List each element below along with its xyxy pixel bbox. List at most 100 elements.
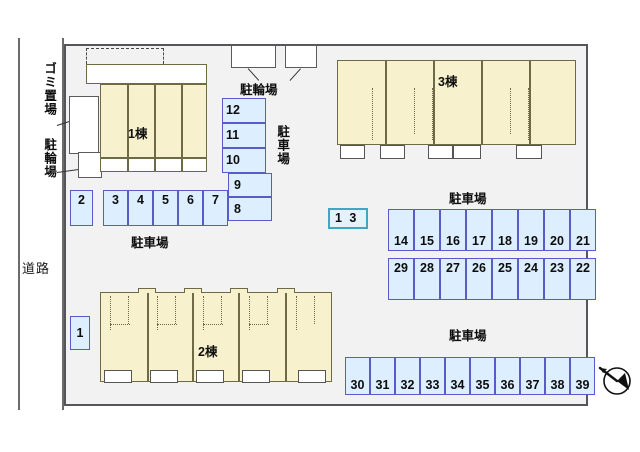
bldg-2-body [100,292,332,382]
parking-stall-33[interactable]: 33 [420,357,445,395]
bldg-2-balcony-2 [150,370,178,383]
parking-stall-20[interactable]: 20 [544,209,570,251]
parking-stall-22[interactable]: 22 [570,258,596,300]
parking-stall-10[interactable]: 10 [222,148,266,173]
parking-bottom-left-label: 駐車場 [131,236,169,250]
parking-stall-36-number: 36 [500,377,515,392]
parking-stall-39-number: 39 [575,377,590,392]
parking-stall-2[interactable]: 2 [70,190,93,226]
parking-stall-1[interactable]: 1 [70,316,90,350]
parking-stall-34[interactable]: 34 [445,357,470,395]
parking-stall-13-highlighted[interactable]: 1 3 [328,208,368,229]
parking-stall-38[interactable]: 38 [545,357,570,395]
parking-stall-13-number: 1 3 [335,211,359,226]
parking-stall-37[interactable]: 37 [520,357,545,395]
parking-stall-22-number: 22 [576,261,590,275]
parking-stall-32[interactable]: 32 [395,357,420,395]
parking-stall-19[interactable]: 19 [518,209,544,251]
parking-stall-11[interactable]: 11 [222,123,266,148]
parking-stall-37-number: 37 [525,377,540,392]
bldg-2-balcony-5 [298,370,326,383]
bldg-3-dash-3 [432,88,433,140]
bldg-2-dash-2 [128,296,129,324]
road-edge-inner [62,38,64,410]
bldg-1-divider-2 [154,84,156,158]
parking-stall-16[interactable]: 16 [440,209,466,251]
parking-stall-14[interactable]: 14 [388,209,414,251]
parking-stall-21[interactable]: 21 [570,209,596,251]
bldg-2-dash-8 [267,296,268,324]
bldg-3-divider-4 [529,60,531,145]
parking-stall-4[interactable]: 4 [128,190,153,226]
bldg-2-dash-5 [203,296,204,330]
parking-stall-5[interactable]: 5 [153,190,178,226]
parking-stall-7-number: 7 [212,193,219,207]
bldg-3-balcony-3 [428,145,453,159]
bldg-2-notch-4 [277,288,295,293]
parking-stall-31-number: 31 [375,377,390,392]
bldg-1-divider-3 [181,84,183,158]
parking-stall-18-number: 18 [498,233,512,248]
bldg-2-divider-4 [285,292,287,382]
bldg-3-dash-2 [414,88,415,134]
bldg-2-dash-4 [175,296,176,324]
parking-stall-26-number: 26 [472,261,486,275]
bldg-1-lower-corridor [100,158,207,172]
bldg-2-dash-h-2 [157,324,177,325]
bldg-2-dash-h-1 [110,324,130,325]
parking-stall-17-number: 17 [472,233,486,248]
parking-stall-1-number: 1 [76,325,84,340]
parking-stall-8[interactable]: 8 [228,197,272,221]
bldg-2-dash-6 [221,296,222,324]
bldg-2-balcony-1 [104,370,132,383]
bldg-2-dash-h-3 [203,324,223,325]
parking-stall-19-number: 19 [524,233,538,248]
parking-stall-28-number: 28 [420,261,434,275]
parking-stall-35[interactable]: 35 [470,357,495,395]
parking-stall-25[interactable]: 25 [492,258,518,300]
parking-stall-17[interactable]: 17 [466,209,492,251]
parking-stall-28[interactable]: 28 [414,258,440,300]
parking-stall-9[interactable]: 9 [228,173,272,197]
parking-stall-31[interactable]: 31 [370,357,395,395]
parking-stall-18[interactable]: 18 [492,209,518,251]
parking-stall-39[interactable]: 39 [570,357,595,395]
bldg-2-dash-9 [296,296,297,330]
bldg-2-divider-1 [147,292,149,382]
parking-stall-35-number: 35 [475,377,490,392]
parking-stall-5-number: 5 [162,193,169,207]
parking-stall-6-number: 6 [187,193,194,207]
parking-bottom-label: 駐車場 [449,329,487,343]
bldg-2-divider-2 [192,292,194,382]
parking-stall-29[interactable]: 29 [388,258,414,300]
bldg-2-balcony-3 [196,370,224,383]
parking-stall-6[interactable]: 6 [178,190,203,226]
bldg-3-divider-3 [481,60,483,145]
bldg-2-label: 2棟 [198,345,218,359]
bldg-3-balcony-4 [453,145,481,159]
parking-stall-3[interactable]: 3 [103,190,128,226]
bicycle-area-left-box [78,152,102,178]
parking-middle-label: 駐車場 [449,192,487,206]
parking-stall-36[interactable]: 36 [495,357,520,395]
parking-stall-21-number: 21 [576,233,590,248]
parking-stall-7[interactable]: 7 [203,190,228,226]
parking-stall-15[interactable]: 15 [414,209,440,251]
parking-stall-12[interactable]: 12 [222,98,266,123]
parking-stall-23[interactable]: 23 [544,258,570,300]
parking-stall-24[interactable]: 24 [518,258,544,300]
parking-stall-25-number: 25 [498,261,512,275]
parking-stall-26[interactable]: 26 [466,258,492,300]
parking-stall-29-number: 29 [394,261,408,275]
bldg-2-notch-3 [230,288,248,293]
garbage-area-box [69,96,99,154]
parking-stall-27[interactable]: 27 [440,258,466,300]
parking-stall-10-number: 10 [226,153,240,168]
bldg-2-dash-h-4 [249,324,269,325]
parking-stall-2-number: 2 [78,193,85,207]
bldg-3-dash-5 [528,88,529,140]
parking-stall-15-number: 15 [420,233,434,248]
parking-stall-30[interactable]: 30 [345,357,370,395]
bldg-1-upper-corridor [86,64,207,84]
